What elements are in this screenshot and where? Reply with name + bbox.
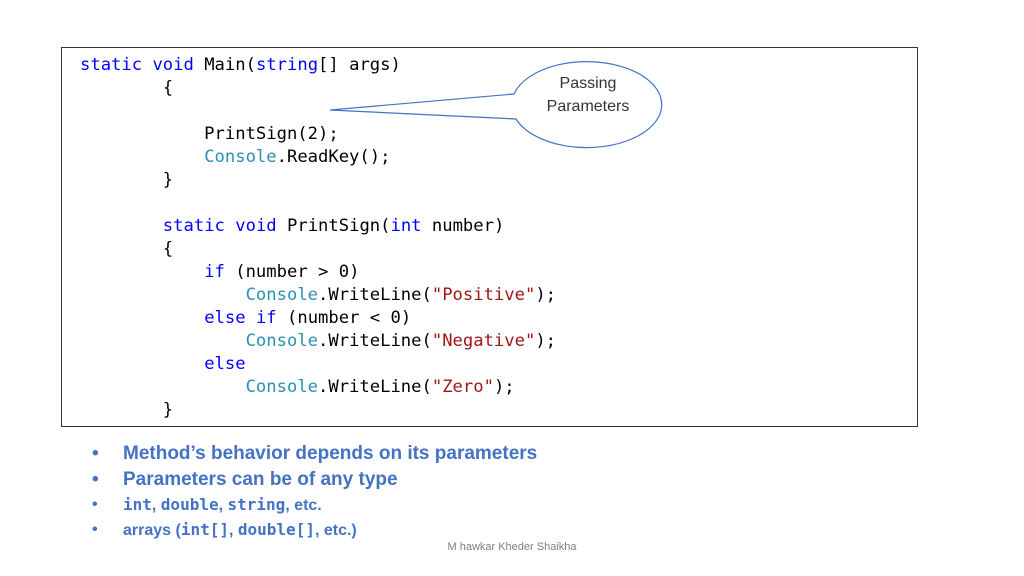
code-block: static void Main(string[] args) { PrintS… [80,54,556,422]
code-token [80,262,204,282]
code-token: (number > 0) [224,262,360,282]
code-token [225,216,235,236]
type-double-array: double[] [237,520,315,539]
code-token: Main( [193,55,256,75]
code-line: { [80,238,556,261]
code-token: Console [204,147,277,167]
code-token [80,377,246,397]
code-token: { [80,78,174,98]
code-token: .WriteLine( [318,377,432,397]
code-line: Console.WriteLine("Positive"); [80,284,556,307]
code-token [80,331,246,351]
code-token [142,55,152,75]
code-token: "Negative" [431,331,536,351]
bullet-marker: • [92,521,98,538]
bullet-marker: • [92,443,99,464]
code-token [80,216,163,236]
code-token: } [80,170,174,190]
code-line: } [80,399,556,422]
code-token: Console [245,331,319,351]
bullet-text: Parameters can be of any type [123,469,398,490]
code-token: ); [493,377,515,397]
code-token: string [255,55,319,75]
code-token: [] args) [318,55,401,75]
separator: , [151,497,161,514]
code-token: void [235,216,277,236]
code-token: else [204,354,246,374]
arrays-text: arrays ( [123,522,181,539]
code-line: static void PrintSign(int number) [80,215,556,238]
code-box: static void Main(string[] args) { PrintS… [61,47,918,427]
code-token [80,354,204,374]
bullet-item: • Method’s behavior depends on its param… [90,441,537,467]
code-token: else [204,308,246,328]
code-token [80,285,246,305]
bullet-item: • arrays (int[], double[], etc.) [90,518,537,543]
code-line: Console.ReadKey(); [80,146,556,169]
footer-author: M hawkar Kheder Shaikha [447,541,577,553]
code-line: PrintSign(2); [80,123,556,146]
code-token [80,308,204,328]
code-line: Console.WriteLine("Negative"); [80,330,556,353]
code-token: Console [245,285,319,305]
code-token: if [204,262,225,282]
type-int-array: int[] [180,520,229,539]
etc-text: , etc.) [314,522,357,539]
bullet-marker: • [92,469,99,490]
code-token: .WriteLine( [318,331,432,351]
code-token: int [390,216,422,236]
code-token: { [80,239,174,259]
callout-line-1: Passing [559,75,617,92]
code-token: static [162,216,225,236]
code-token: (number < 0) [276,308,412,328]
code-line: } [80,169,556,192]
code-token: .WriteLine( [318,285,432,305]
code-token: "Positive" [431,285,536,305]
code-token: void [152,55,194,75]
bullet-item: • Parameters can be of any type [90,467,537,493]
bullet-text: Method’s behavior depends on its paramet… [123,443,538,464]
code-token [246,308,256,328]
code-line: else if (number < 0) [80,307,556,330]
callout-text: Passing Parameters [512,72,664,118]
bullet-marker: • [92,496,98,513]
code-token: PrintSign( [276,216,391,236]
type-string: string [227,495,286,514]
code-line: Console.WriteLine("Zero"); [80,376,556,399]
code-line: else [80,353,556,376]
code-line: static void Main(string[] args) [80,54,556,77]
code-token: } [80,400,174,420]
code-token: .ReadKey(); [276,147,391,167]
code-token [80,147,204,167]
bullet-item: • int, double, string, etc. [90,493,537,518]
etc-text: , etc. [285,497,322,514]
code-token: PrintSign(2); [80,124,339,144]
code-token: static [80,55,143,75]
code-token: "Zero" [431,377,494,397]
code-token: ); [535,285,557,305]
type-int: int [123,495,152,514]
callout-line-2: Parameters [546,98,630,115]
bullet-list: • Method’s behavior depends on its param… [90,441,537,543]
code-line: { [80,77,556,100]
code-token: ); [535,331,557,351]
type-double: double [160,495,219,514]
code-line: if (number > 0) [80,261,556,284]
separator: , [229,522,238,539]
code-line [80,100,556,123]
code-line [80,192,556,215]
code-token: number) [421,216,505,236]
code-token: if [255,308,277,328]
separator: , [218,497,228,514]
code-token: Console [245,377,319,397]
